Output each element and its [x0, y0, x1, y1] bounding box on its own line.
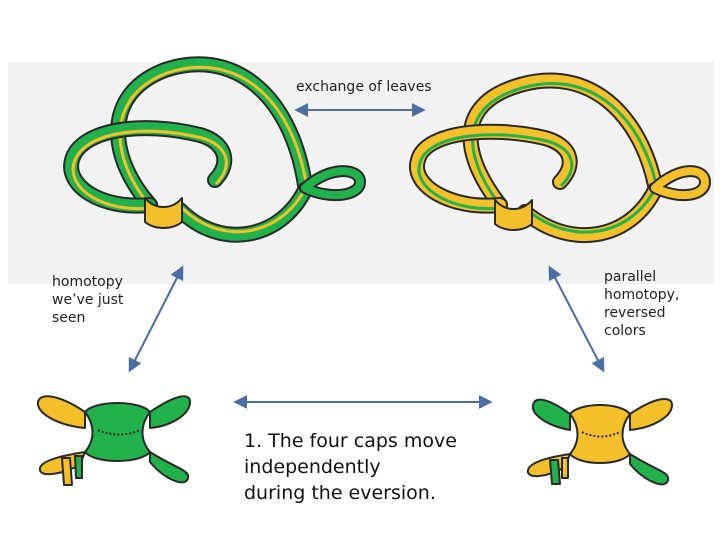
label-parallel-line3: reversed [604, 305, 666, 321]
label-homotopy-seen: homotopy we’ve just seen [52, 273, 123, 327]
label-parallel-line1: parallel [604, 269, 657, 285]
bottom-right-surface [526, 397, 673, 486]
bottom-left-surface [36, 395, 191, 486]
top-left-surface [63, 56, 366, 243]
label-homotopy-line3: seen [52, 310, 86, 326]
label-parallel-line4: colors [604, 323, 646, 339]
label-exchange-of-leaves: exchange of leaves [296, 79, 432, 95]
label-homotopy-line2: we’ve just [52, 292, 124, 308]
arrow-homotopy-left [128, 265, 184, 373]
caption-line2: independently [244, 456, 381, 478]
arrow-homotopy-right [548, 265, 605, 373]
top-right-surface [409, 72, 711, 244]
caption-four-caps: 1. The four caps move independently duri… [244, 428, 457, 506]
label-homotopy-line1: homotopy [52, 274, 123, 290]
label-parallel-homotopy: parallel homotopy, reversed colors [604, 268, 679, 340]
caption-line1: 1. The four caps move [244, 430, 457, 452]
label-parallel-line2: homotopy, [604, 287, 680, 303]
caption-line3: during the eversion. [244, 482, 436, 504]
